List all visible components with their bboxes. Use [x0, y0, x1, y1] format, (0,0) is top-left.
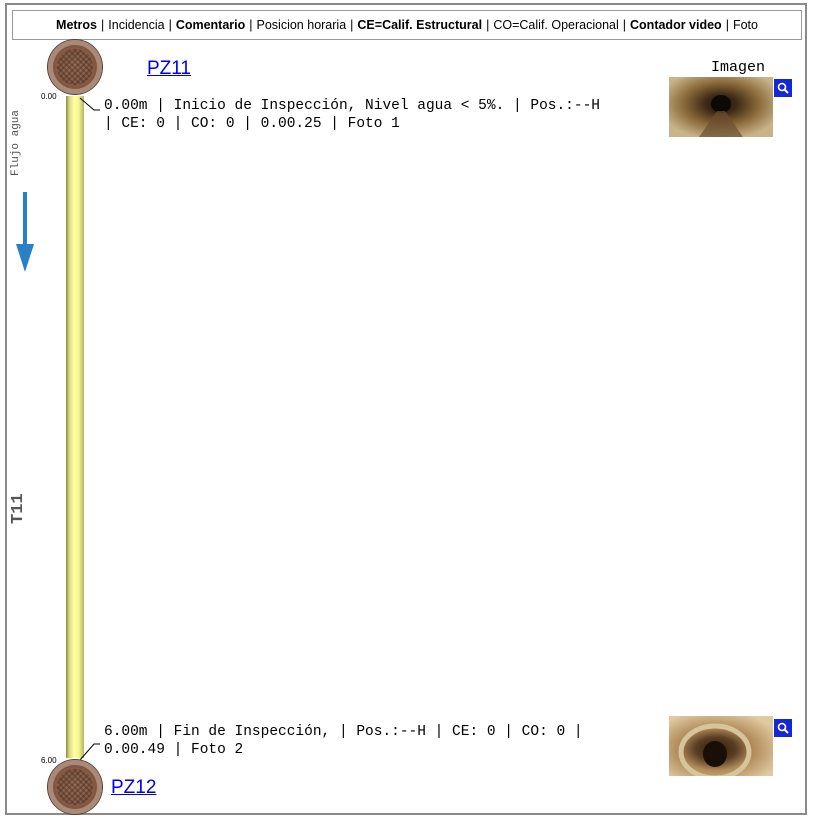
manhole-start-icon[interactable] — [48, 40, 102, 94]
manhole-start-link[interactable]: PZ11 — [147, 58, 192, 79]
magnifier-icon[interactable] — [774, 719, 792, 737]
start-distance: 0.00 — [41, 92, 57, 101]
legend-metros: Metros — [56, 18, 98, 32]
end-observation-line2: 0.00.49 | Foto 2 — [104, 742, 244, 758]
end-leader-line — [79, 743, 100, 761]
legend-ce: CE=Calif. Estructural — [357, 18, 483, 32]
report-frame — [5, 3, 807, 815]
start-observation-line1: 0.00m | Inicio de Inspección, Nivel agua… — [104, 98, 600, 114]
magnifier-icon[interactable] — [774, 79, 792, 97]
start-leader-line — [79, 97, 100, 111]
legend-separator: | — [101, 18, 105, 32]
legend-comentario: Comentario — [175, 18, 246, 32]
image-column-label: Imagen — [711, 59, 766, 76]
legend-separator: | — [249, 18, 253, 32]
start-observation: 0.00m | Inicio de Inspección, Nivel agua… — [104, 97, 664, 133]
end-observation: 6.00m | Fin de Inspección, | Pos.:--H | … — [104, 723, 664, 759]
end-distance: 6.00 — [41, 756, 57, 765]
legend-foto: Foto — [732, 18, 758, 32]
legend-separator: | — [622, 18, 627, 32]
legend-separator: | — [350, 18, 354, 32]
end-observation-line1: 6.00m | Fin de Inspección, | Pos.:--H | … — [104, 724, 583, 740]
flow-label: Flujo agua — [10, 109, 22, 176]
legend-separator: | — [168, 18, 172, 32]
manhole-end-link[interactable]: PZ12 — [111, 777, 157, 798]
pipe-photo-image — [669, 716, 773, 776]
legend-bar: Metros | Incidencia | Comentario | Posic… — [12, 10, 802, 40]
start-photo-thumbnail[interactable] — [669, 77, 773, 137]
legend-separator: | — [486, 18, 490, 32]
legend-co: CO=Calif. Operacional — [493, 18, 619, 32]
end-photo-thumbnail[interactable] — [669, 716, 773, 776]
segment-label: T11 — [9, 493, 28, 524]
pipe-segment — [66, 96, 84, 758]
legend-contador: Contador video — [630, 18, 722, 32]
pipe-photo-image — [669, 77, 773, 137]
arrow-down-icon — [16, 192, 34, 272]
legend-separator: | — [725, 18, 729, 32]
manhole-end-icon[interactable] — [48, 760, 102, 814]
legend-posicion: Posicion horaria — [256, 18, 347, 32]
start-observation-line2: | CE: 0 | CO: 0 | 0.00.25 | Foto 1 — [104, 116, 400, 132]
legend-incidencia: Incidencia — [108, 18, 165, 32]
